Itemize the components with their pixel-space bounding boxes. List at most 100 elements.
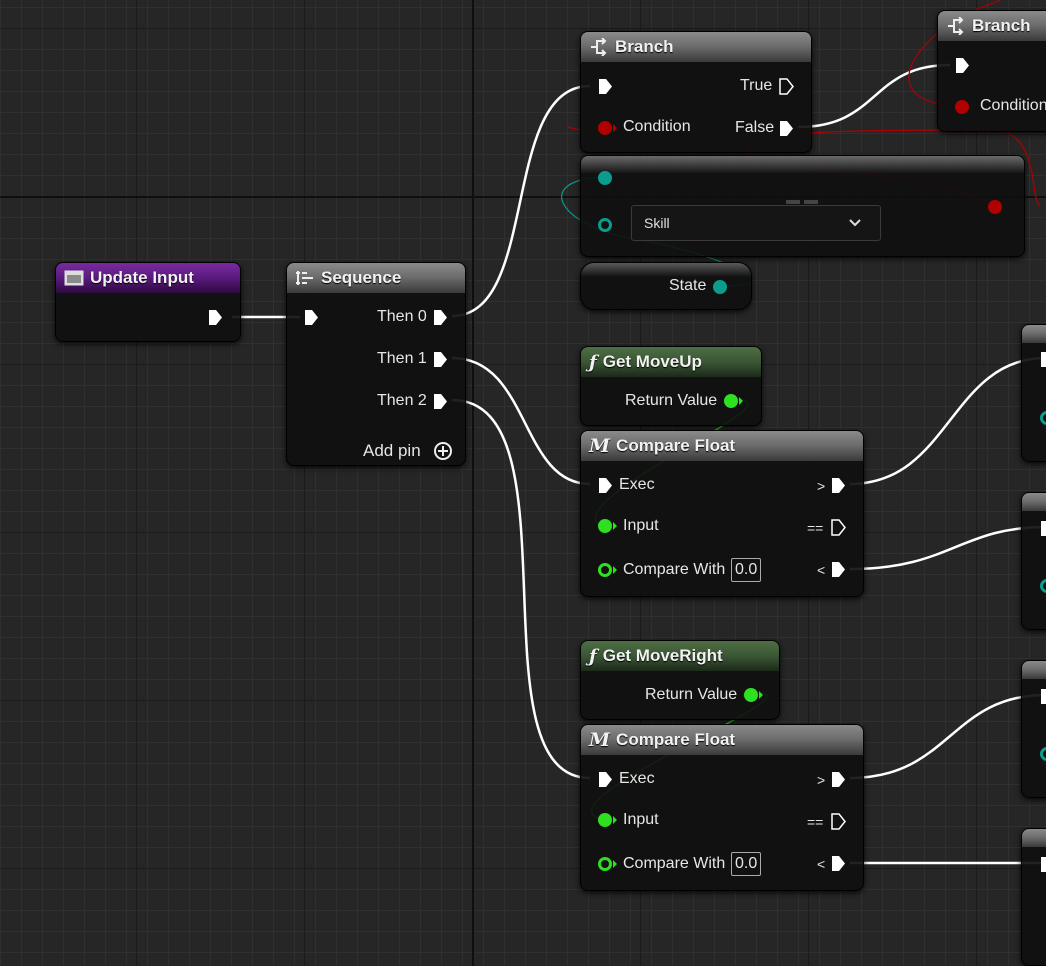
node-title: Branch [972,16,1031,35]
exec-in-pin[interactable] [1040,688,1046,705]
equal-pin[interactable] [831,813,846,830]
enum-in-pin[interactable] [1040,411,1046,425]
exec-out-pin[interactable] [208,309,223,326]
add-pin-icon[interactable] [433,441,453,461]
exec-label: Exec [619,476,655,493]
return-value-pin[interactable] [724,394,738,408]
node-title: Compare Float [616,436,736,455]
offscreen-node-2[interactable] [1021,492,1046,630]
return-value-arrow [739,397,743,405]
sequence-header: Sequence [287,263,465,293]
node-grip [786,200,818,204]
offscreen-node-header [1022,661,1046,679]
greater-label: > [817,772,826,788]
macro-icon: M [589,729,611,751]
exec-in-pin[interactable] [598,771,613,788]
get-moveup-node[interactable]: ƒ Get MoveUp Return Value [580,346,762,426]
macro-icon: M [589,435,611,457]
condition-pin-arrow [613,124,617,132]
condition-pin[interactable] [598,121,612,135]
input-label: Input [623,517,659,534]
exec-in-pin[interactable] [598,78,613,95]
input-pin-arrow [613,522,617,530]
false-pin[interactable] [779,120,794,137]
condition-label: Condition [980,97,1046,114]
exec-in-pin[interactable] [598,477,613,494]
state-label: State [669,277,707,294]
state-out-pin[interactable] [713,280,727,294]
branch-header: Branch [581,32,811,62]
exec-wire [451,84,591,318]
then0-label: Then 0 [377,308,427,325]
then2-pin[interactable] [433,393,448,410]
enum-in-pin[interactable] [1040,579,1046,593]
true-label: True [740,77,773,94]
function-icon: ƒ [589,351,597,373]
state-variable-node[interactable]: State [580,262,752,310]
enum-in-pin[interactable] [1040,747,1046,761]
function-icon: ƒ [589,645,597,667]
condition-pin[interactable] [955,100,969,114]
exec-wire [451,398,591,780]
node-title: Update Input [90,268,194,287]
update-input-node[interactable]: Update Input [55,262,241,342]
exec-in-pin[interactable] [1040,520,1046,537]
compare-with-arrow [613,860,617,868]
selection-pin[interactable] [598,218,612,232]
return-value-label: Return Value [625,392,718,409]
compare-float-node-2[interactable]: M Compare Float Exec Input Compare With … [580,724,864,891]
chevron-down-icon [849,219,861,227]
offscreen-node-1[interactable] [1021,324,1046,462]
input-pin[interactable] [598,813,612,827]
greater-pin[interactable] [831,771,846,788]
exec-in-pin[interactable] [955,57,970,74]
node-top-highlight [581,156,1024,174]
offscreen-node-header [1022,829,1046,847]
exec-in-pin[interactable] [1040,351,1046,368]
offscreen-node-4[interactable] [1021,828,1046,966]
equal-label: == [807,520,824,536]
node-title: Get MoveUp [602,352,702,371]
get-moveright-header: ƒ Get MoveRight [581,641,779,671]
greater-pin[interactable] [831,477,846,494]
less-pin[interactable] [831,561,846,578]
compare-with-pin[interactable] [598,563,612,577]
sequence-node[interactable]: Sequence Then 0 Then 1 Then 2 Add pin [286,262,466,466]
input-label: Input [623,811,659,828]
enum-dropdown[interactable]: Skill [631,205,881,241]
branch-node-2[interactable]: Branch Condition [937,10,1046,132]
input-pin-arrow [613,816,617,824]
compare-float-node-1[interactable]: M Compare Float Exec Input Compare With … [580,430,864,597]
return-value-pin[interactable] [744,688,758,702]
greater-label: > [817,478,826,494]
compare-with-value[interactable]: 0.0 [731,558,762,582]
compare-float-header: M Compare Float [581,725,863,755]
branch-node-1[interactable]: Branch Condition True False [580,31,812,153]
node-title: Get MoveRight [602,646,723,665]
exec-in-pin[interactable] [304,309,319,326]
node-title: Sequence [321,268,402,287]
branch-icon [589,38,609,56]
update-input-header: Update Input [56,263,240,293]
exec-in-pin[interactable] [1040,856,1046,873]
equal-pin[interactable] [831,519,846,536]
true-pin[interactable] [779,78,794,95]
less-pin[interactable] [831,855,846,872]
then0-pin[interactable] [433,309,448,326]
add-pin-label[interactable]: Add pin [363,441,421,460]
return-value-arrow [759,691,763,699]
then1-pin[interactable] [433,351,448,368]
enum-in-pin[interactable] [598,171,612,185]
event-icon [64,270,84,286]
condition-label: Condition [623,118,691,135]
compare-with-arrow [613,566,617,574]
compare-with-value[interactable]: 0.0 [731,852,762,876]
input-pin[interactable] [598,519,612,533]
return-value-label: Return Value [645,686,738,703]
offscreen-node-3[interactable] [1021,660,1046,798]
compare-with-pin[interactable] [598,857,612,871]
get-moveright-node[interactable]: ƒ Get MoveRight Return Value [580,640,780,720]
bool-out-pin[interactable] [988,200,1002,214]
switch-enum-node[interactable]: Skill [580,155,1025,257]
less-label: < [817,562,826,578]
